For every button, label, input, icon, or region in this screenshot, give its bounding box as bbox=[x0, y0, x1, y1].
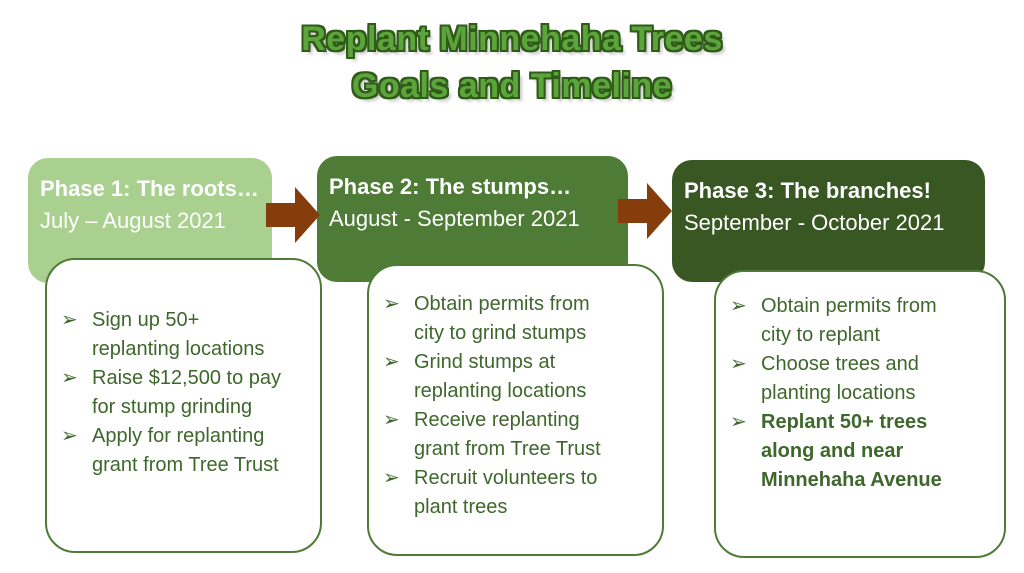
bullet-text: Obtain permits from city to grind stumps bbox=[414, 293, 590, 344]
bullet-text: Recruit volunteers to plant trees bbox=[414, 467, 598, 518]
list-item-emphasized: ➢ Replant 50+ trees along and near Minne… bbox=[716, 408, 994, 495]
arrowhead-bullet-icon: ➢ bbox=[730, 353, 747, 375]
list-item: ➢ Apply for replanting grant from Tree T… bbox=[47, 422, 310, 480]
bullet-text: Raise $12,500 to pay for stump grinding bbox=[92, 367, 282, 418]
arrow-phase2-to-phase3-icon bbox=[618, 183, 672, 239]
list-item: ➢ Receive replanting grant from Tree Tru… bbox=[369, 406, 652, 464]
bullet-text: Obtain permits from city to replant bbox=[761, 295, 937, 346]
list-item: ➢ Raise $12,500 to pay for stump grindin… bbox=[47, 364, 310, 422]
arrowhead-bullet-icon: ➢ bbox=[383, 293, 400, 315]
phase3-goal-list: ➢ Obtain permits from city to replant ➢ … bbox=[716, 272, 1004, 495]
phase3-goals-box: ➢ Obtain permits from city to replant ➢ … bbox=[714, 270, 1006, 558]
arrowhead-bullet-icon: ➢ bbox=[383, 467, 400, 489]
slide-title-line1: Replant Minnehaha Trees bbox=[301, 20, 723, 58]
phase1-goals-box: ➢ Sign up 50+ replanting locations ➢ Rai… bbox=[45, 258, 322, 553]
phase1-heading: Phase 1: The roots… bbox=[40, 176, 259, 201]
list-item: ➢ Grind stumps at replanting locations bbox=[369, 348, 652, 406]
slide-title-line2: Goals and Timeline bbox=[351, 67, 673, 105]
bullet-text: Grind stumps at replanting locations bbox=[414, 351, 587, 402]
arrowhead-bullet-icon: ➢ bbox=[61, 309, 78, 331]
list-item: ➢ Sign up 50+ replanting locations bbox=[47, 306, 310, 364]
phase1-goal-list: ➢ Sign up 50+ replanting locations ➢ Rai… bbox=[47, 260, 320, 480]
bullet-text: Sign up 50+ replanting locations bbox=[92, 309, 265, 360]
arrowhead-bullet-icon: ➢ bbox=[61, 367, 78, 389]
arrowhead-bullet-icon: ➢ bbox=[383, 409, 400, 431]
phase3-header-box: Phase 3: The branches! September - Octob… bbox=[672, 160, 985, 282]
list-item: ➢ Obtain permits from city to replant bbox=[716, 292, 994, 350]
phase3-heading: Phase 3: The branches! bbox=[684, 178, 931, 203]
arrowhead-bullet-icon: ➢ bbox=[730, 411, 747, 433]
phase2-goal-list: ➢ Obtain permits from city to grind stum… bbox=[369, 266, 662, 522]
bullet-text: Choose trees and planting locations bbox=[761, 353, 919, 404]
list-item: ➢ Obtain permits from city to grind stum… bbox=[369, 290, 652, 348]
list-item: ➢ Choose trees and planting locations bbox=[716, 350, 994, 408]
phase2-dates: August - September 2021 bbox=[329, 206, 580, 231]
bullet-text: Replant 50+ trees along and near Minneha… bbox=[761, 411, 942, 491]
slide-title: Replant Minnehaha Trees Goals and Timeli… bbox=[0, 16, 1024, 110]
arrow-phase1-to-phase2-icon bbox=[266, 187, 320, 243]
list-item: ➢ Recruit volunteers to plant trees bbox=[369, 464, 652, 522]
arrowhead-bullet-icon: ➢ bbox=[61, 425, 78, 447]
bullet-text: Receive replanting grant from Tree Trust bbox=[414, 409, 601, 460]
phase1-dates: July – August 2021 bbox=[40, 208, 226, 233]
arrowhead-bullet-icon: ➢ bbox=[730, 295, 747, 317]
phase3-dates: September - October 2021 bbox=[684, 210, 945, 235]
arrowhead-bullet-icon: ➢ bbox=[383, 351, 400, 373]
phase2-heading: Phase 2: The stumps… bbox=[329, 174, 572, 199]
phase2-header-box: Phase 2: The stumps… August - September … bbox=[317, 156, 628, 282]
phase2-goals-box: ➢ Obtain permits from city to grind stum… bbox=[367, 264, 664, 556]
bullet-text: Apply for replanting grant from Tree Tru… bbox=[92, 425, 279, 476]
